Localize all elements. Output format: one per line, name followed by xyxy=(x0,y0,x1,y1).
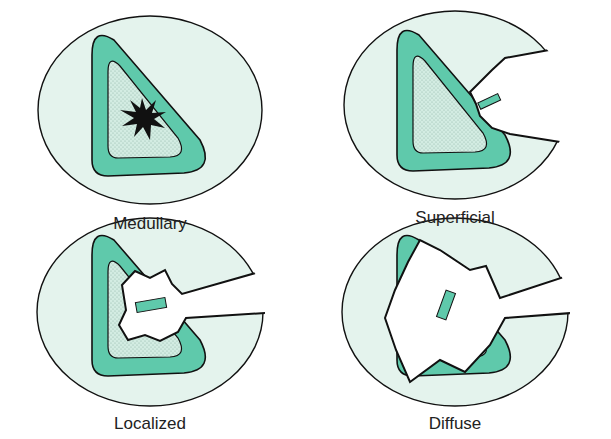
panel-label: Localized xyxy=(114,414,186,434)
panel-label: Medullary xyxy=(113,214,187,234)
medullary-panel xyxy=(38,16,262,204)
superficial-panel xyxy=(344,11,580,199)
panel-label: Diffuse xyxy=(429,414,482,434)
localized-panel xyxy=(37,218,280,406)
diffuse-panel xyxy=(342,218,585,406)
panel-label: Superficial xyxy=(415,208,494,228)
